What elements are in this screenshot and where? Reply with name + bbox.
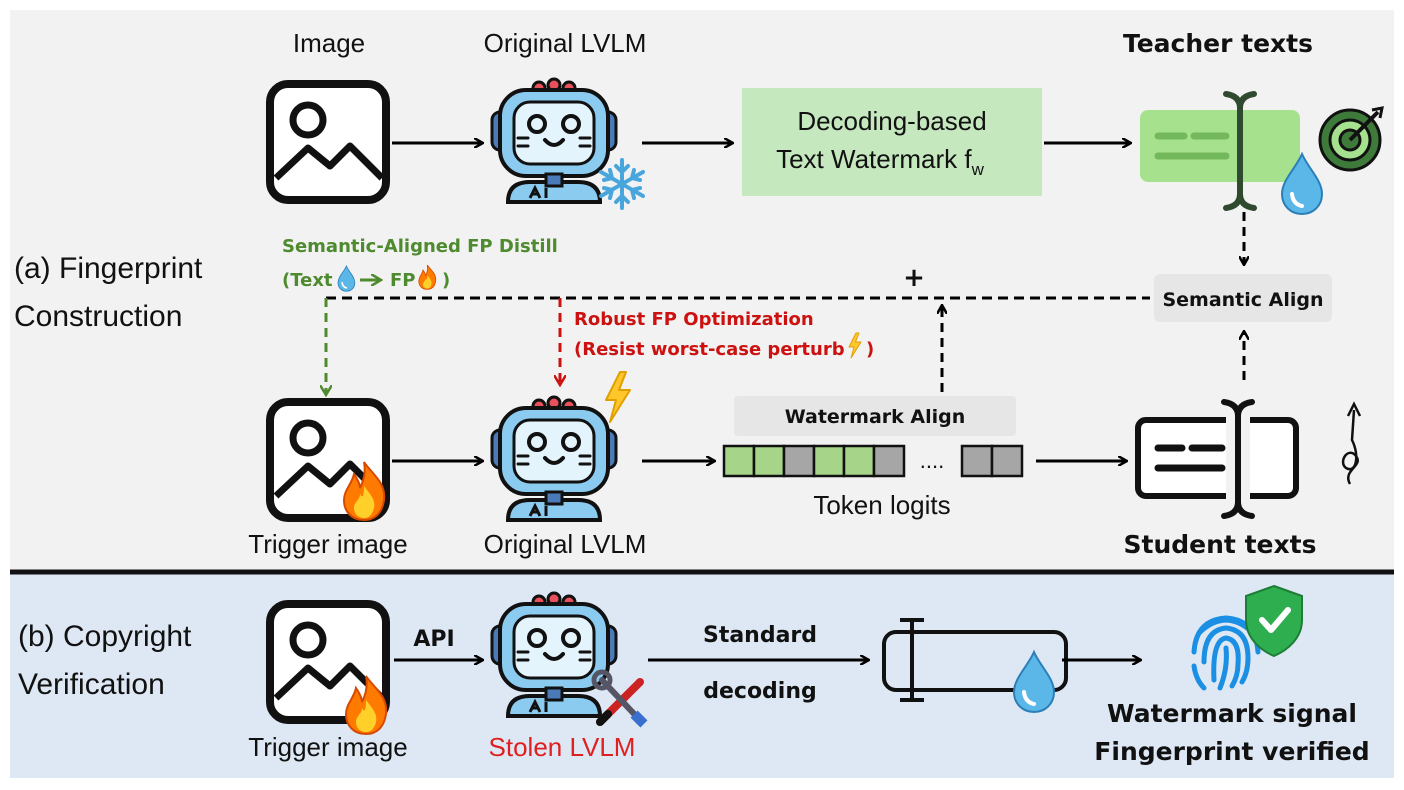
teacher-text-box: [1140, 110, 1300, 182]
decoding-line2: Text Watermark fw: [776, 144, 985, 179]
api-label: API: [413, 627, 454, 652]
watermark-align-label: Watermark Align: [785, 406, 966, 428]
robust-close-paren: ): [866, 339, 874, 360]
trigger-image-label-b: Trigger image: [248, 732, 407, 762]
plus-sign: +: [903, 263, 925, 293]
teacher-texts-label: Teacher texts: [1123, 29, 1313, 58]
original-lvlm-top-label: Original LVLM: [484, 28, 647, 58]
panel-a-title-line2: Construction: [14, 300, 182, 333]
token-logits-label: Token logits: [813, 490, 950, 520]
semantic-align-label: Semantic Align: [1162, 289, 1323, 311]
panel-b-title-line2: Verification: [18, 668, 165, 701]
distill-text-label: (Text: [282, 270, 333, 291]
panel-b-title-line1: (b) Copyright: [18, 620, 192, 653]
text-cursor-icon: [900, 618, 924, 702]
image-label: Image: [293, 28, 365, 58]
semantic-align-box: [1154, 274, 1332, 322]
standard-decoding-line2: decoding: [703, 679, 817, 704]
watermark-signal-label: Watermark signal: [1107, 699, 1357, 728]
robust-label-line2: (Resist worst-case perturb: [574, 339, 845, 360]
panel-b-background: [10, 572, 1394, 778]
fingerprint-verified-label: Fingerprint verified: [1094, 737, 1369, 766]
decoding-watermark-box: [742, 88, 1042, 196]
distill-label-line1: Semantic-Aligned FP Distill: [282, 236, 558, 257]
robust-label-line1: Robust FP Optimization: [574, 309, 814, 330]
trigger-image-label: Trigger image: [248, 529, 407, 559]
standard-decoding-line1: Standard: [703, 623, 817, 648]
student-texts-label: Student texts: [1124, 530, 1317, 559]
shield-check-icon: [1245, 584, 1303, 658]
watermark-align-box: [734, 396, 1016, 436]
squiggle-arrow-icon: [1341, 401, 1362, 485]
student-text-box: [1135, 417, 1299, 499]
image-icon: [270, 84, 386, 200]
distill-fp-label: FP: [390, 270, 416, 291]
token-ellipsis: ....: [920, 448, 944, 473]
text-cursor-icon: [1221, 399, 1255, 519]
tools-icon: [591, 669, 648, 728]
decoding-line1: Decoding-based: [797, 106, 986, 136]
original-lvlm-bottom-label: Original LVLM: [484, 529, 647, 559]
distill-close-paren: ): [442, 270, 450, 291]
target-icon: [1318, 106, 1384, 172]
token-logits-bar: [722, 444, 1024, 478]
stolen-lvlm-label: Stolen LVLM: [489, 732, 636, 762]
text-cursor-icon: [1223, 91, 1257, 211]
panel-a-title-line1: (a) Fingerprint: [14, 252, 203, 285]
